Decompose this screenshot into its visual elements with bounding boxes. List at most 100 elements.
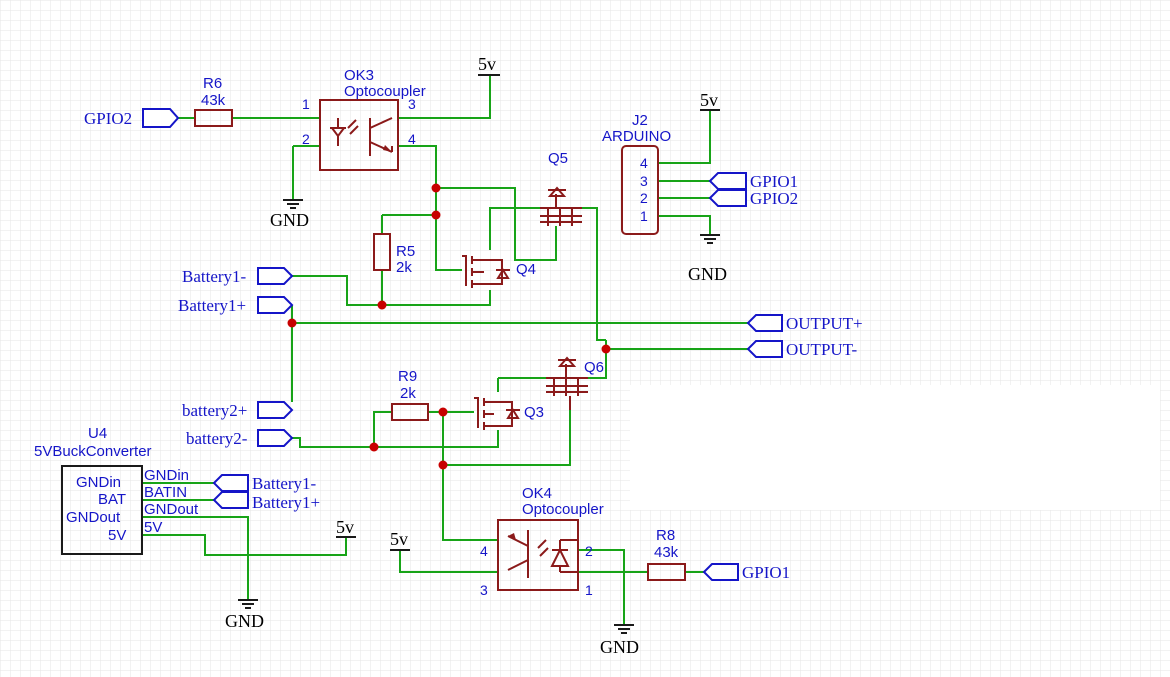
svg-text:GNDout: GNDout xyxy=(144,501,199,518)
svg-text:OK4: OK4 xyxy=(522,485,552,502)
svg-text:3: 3 xyxy=(408,96,416,112)
svg-text:5v: 5v xyxy=(390,529,408,549)
net-label-output-plus[interactable]: OUTPUT+ xyxy=(746,314,863,333)
svg-text:GPIO1: GPIO1 xyxy=(750,172,798,191)
svg-text:Q3: Q3 xyxy=(524,404,544,421)
ground-symbol-u4: GND xyxy=(225,599,264,631)
svg-text:R8: R8 xyxy=(656,527,675,544)
net-label-u4-battery1-minus[interactable]: Battery1- xyxy=(212,474,317,493)
vcc-symbol-j2: 5v xyxy=(700,90,720,111)
junction-dot xyxy=(431,210,441,220)
svg-text:Battery1+: Battery1+ xyxy=(178,296,246,315)
svg-text:U4: U4 xyxy=(88,425,107,442)
optocoupler-ok3[interactable]: OK3 Optocoupler 1 2 3 4 xyxy=(302,67,426,171)
svg-text:1: 1 xyxy=(302,96,310,112)
net-label-j2-gpio1[interactable]: GPIO1 xyxy=(708,172,798,191)
svg-text:BAT: BAT xyxy=(98,491,126,508)
svg-text:2: 2 xyxy=(302,131,310,147)
junction-dot xyxy=(438,460,448,470)
mosfet-q6[interactable]: Q6 xyxy=(546,356,604,410)
svg-text:GNDout: GNDout xyxy=(66,509,121,526)
svg-text:GND: GND xyxy=(600,637,639,657)
svg-text:1: 1 xyxy=(640,208,648,224)
junction-dot xyxy=(369,442,379,452)
net-label-output-minus[interactable]: OUTPUT- xyxy=(746,340,857,359)
svg-text:R5: R5 xyxy=(396,243,415,260)
svg-text:1: 1 xyxy=(585,582,593,598)
resistor-r9[interactable]: R9 2k xyxy=(391,368,429,421)
svg-text:battery2+: battery2+ xyxy=(182,401,247,420)
svg-text:5VBuckConverter: 5VBuckConverter xyxy=(34,443,152,460)
svg-text:5V: 5V xyxy=(108,527,126,544)
svg-text:Q5: Q5 xyxy=(548,150,568,167)
svg-text:R9: R9 xyxy=(398,368,417,385)
junction-dot xyxy=(377,300,387,310)
net-label-battery1-plus[interactable]: Battery1+ xyxy=(178,296,294,315)
vcc-symbol-ok4: 5v xyxy=(390,529,410,551)
net-label-battery2-minus[interactable]: battery2- xyxy=(186,429,294,448)
svg-text:J2: J2 xyxy=(632,112,648,129)
svg-text:4: 4 xyxy=(480,543,488,559)
connector-j2[interactable]: J2 ARDUINO 4 3 2 1 xyxy=(602,112,671,235)
svg-text:BATIN: BATIN xyxy=(144,484,187,501)
ground-symbol-ok4: GND xyxy=(600,624,639,657)
svg-text:Optocoupler: Optocoupler xyxy=(522,501,604,518)
net-label-u4-battery1-plus[interactable]: Battery1+ xyxy=(212,491,320,512)
junctions xyxy=(287,183,611,470)
svg-text:Battery1-: Battery1- xyxy=(252,474,317,493)
svg-text:GPIO2: GPIO2 xyxy=(750,189,798,208)
svg-text:5v: 5v xyxy=(478,54,496,74)
svg-text:GPIO1: GPIO1 xyxy=(742,563,790,582)
optocoupler-ok4[interactable]: OK4 Optocoupler 4 3 2 1 xyxy=(480,485,604,598)
mosfet-q3[interactable]: Q3 xyxy=(474,397,544,430)
svg-text:GND: GND xyxy=(225,611,264,631)
buck-converter-u4[interactable]: U4 5VBuckConverter GNDin BAT GNDout 5V G… xyxy=(34,425,199,555)
svg-text:Optocoupler: Optocoupler xyxy=(344,83,426,100)
ground-symbol-j2: GND xyxy=(688,234,727,284)
svg-text:5V: 5V xyxy=(144,519,162,536)
svg-text:43k: 43k xyxy=(201,92,226,109)
net-label-battery1-minus[interactable]: Battery1- xyxy=(182,267,294,286)
svg-text:2k: 2k xyxy=(396,259,412,276)
svg-text:4: 4 xyxy=(640,155,648,171)
net-label-battery2-plus[interactable]: battery2+ xyxy=(182,401,294,420)
net-label-gpio2-input[interactable]: GPIO2 xyxy=(84,108,180,128)
svg-text:2: 2 xyxy=(585,543,593,559)
svg-text:GND: GND xyxy=(688,264,727,284)
svg-text:5v: 5v xyxy=(336,517,354,537)
vcc-symbol-u4: 5v xyxy=(336,517,356,538)
svg-text:GNDin: GNDin xyxy=(144,467,189,484)
svg-text:Q6: Q6 xyxy=(584,359,604,376)
svg-text:5v: 5v xyxy=(700,90,718,110)
svg-text:2k: 2k xyxy=(400,385,416,402)
svg-text:3: 3 xyxy=(640,173,648,189)
svg-text:battery2-: battery2- xyxy=(186,429,248,448)
mosfet-q5[interactable]: Q5 xyxy=(540,150,582,226)
resistor-r8[interactable]: R8 43k xyxy=(647,527,686,581)
svg-text:ARDUINO: ARDUINO xyxy=(602,128,671,145)
svg-text:3: 3 xyxy=(480,582,488,598)
svg-text:Q4: Q4 xyxy=(516,261,536,278)
svg-text:4: 4 xyxy=(408,131,416,147)
svg-text:GNDin: GNDin xyxy=(76,474,121,491)
resistor-r6[interactable]: R6 43k xyxy=(194,75,233,127)
junction-dot xyxy=(287,318,297,328)
wires xyxy=(142,75,748,625)
resistor-r5[interactable]: R5 2k xyxy=(373,233,415,276)
junction-dot xyxy=(438,407,448,417)
junction-dot xyxy=(601,344,611,354)
svg-text:OUTPUT-: OUTPUT- xyxy=(786,340,857,359)
mosfet-q4[interactable]: Q4 xyxy=(462,255,536,288)
net-label-gpio1-input[interactable]: GPIO1 xyxy=(702,563,790,582)
svg-text:OUTPUT+: OUTPUT+ xyxy=(786,314,863,333)
net-label-j2-gpio2[interactable]: GPIO2 xyxy=(708,189,798,208)
svg-text:R6: R6 xyxy=(203,75,222,92)
blank-area xyxy=(630,385,1160,510)
svg-text:OK3: OK3 xyxy=(344,67,374,84)
svg-text:2: 2 xyxy=(640,190,648,206)
ground-symbol-ok3: GND xyxy=(270,199,309,230)
svg-text:GND: GND xyxy=(270,210,309,230)
svg-text:Battery1-: Battery1- xyxy=(182,267,247,286)
